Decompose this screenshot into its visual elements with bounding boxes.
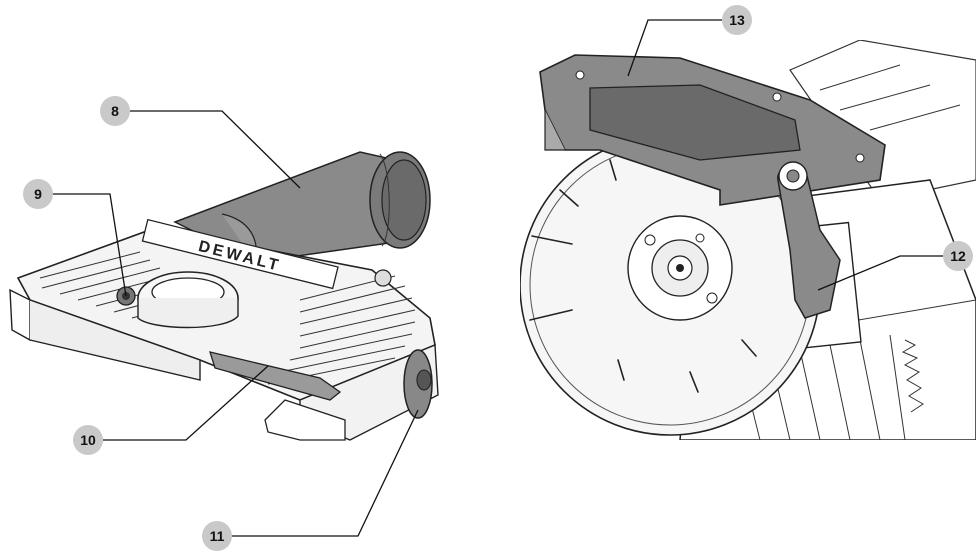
- callout-8: 8: [100, 96, 301, 189]
- callout-12-badge: [943, 241, 973, 271]
- callout-12-leader: [817, 255, 943, 291]
- callout-8-leader: [130, 110, 301, 189]
- callout-13: 13: [627, 5, 752, 77]
- right-figure-blade-guard: [520, 40, 976, 440]
- callout-9-leader: [52, 193, 127, 297]
- callout-12: 12: [817, 241, 973, 291]
- left-figure-dust-shroud: DEWALT: [9, 151, 439, 441]
- callout-10: 10: [73, 365, 269, 455]
- logo-plate: DEWALT: [141, 218, 339, 290]
- base-plate: DEWALT: [9, 218, 439, 441]
- callout-11: 11: [202, 409, 419, 551]
- callout-11-leader: [232, 409, 419, 537]
- callout-8-badge: [100, 96, 130, 126]
- callout-11-label: 11: [210, 528, 225, 544]
- guard-lever: [777, 161, 841, 319]
- callout-13-label: 13: [729, 12, 745, 28]
- callout-13-badge: [722, 5, 752, 35]
- callout-11-badge: [202, 521, 232, 551]
- callout-8-label: 8: [111, 103, 119, 119]
- callout-13-leader: [627, 19, 722, 77]
- callout-10-badge: [73, 425, 103, 455]
- clamp-ring: [116, 271, 239, 329]
- callout-9-badge: [23, 179, 53, 209]
- callout-9: 9: [23, 179, 127, 297]
- callout-9-label: 9: [34, 186, 42, 202]
- callout-10-leader: [103, 365, 269, 441]
- adjustment-knob: [403, 349, 433, 419]
- callout-10-label: 10: [80, 432, 96, 448]
- callout-12-label: 12: [950, 248, 966, 264]
